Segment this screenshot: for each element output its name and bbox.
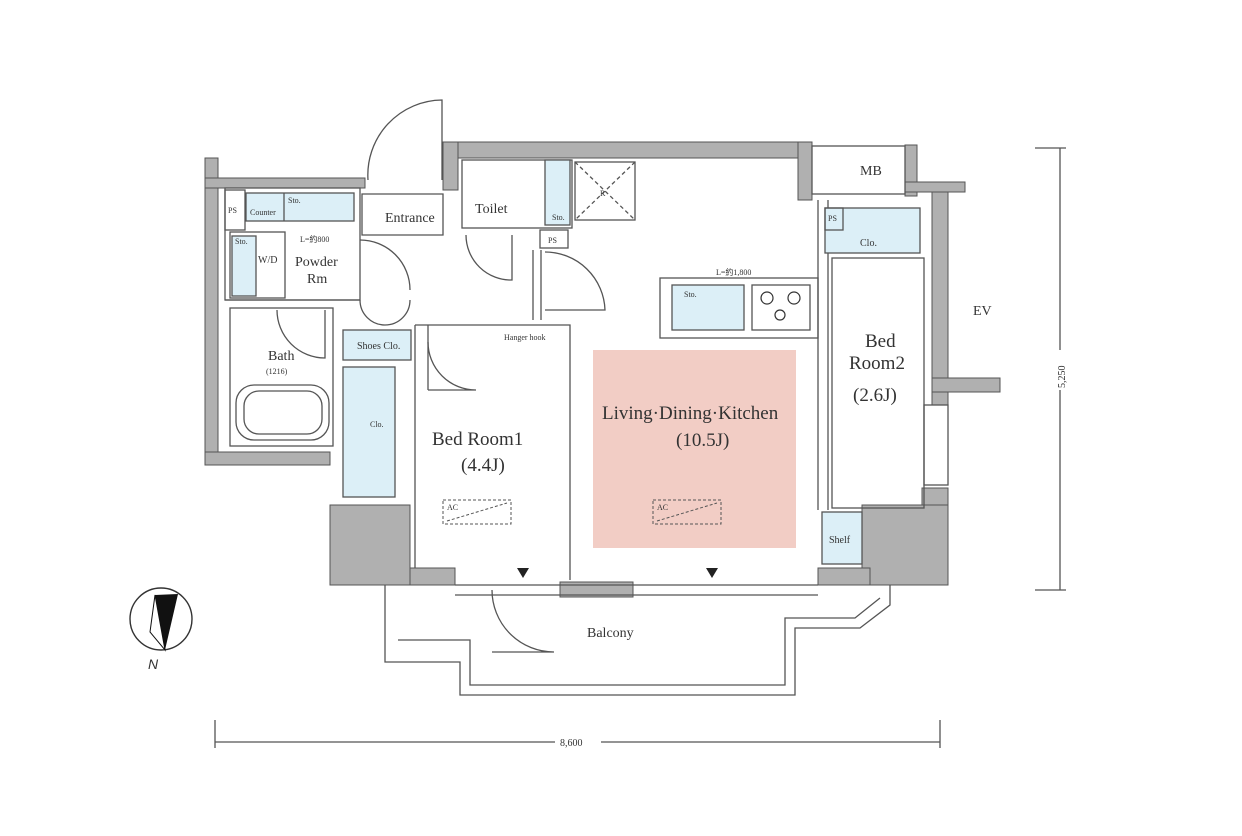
ps-center-label: PS [548, 236, 557, 245]
sto-wd-label: Sto. [235, 237, 248, 246]
bath-size-label: (1216) [266, 367, 288, 376]
ps-left-label: PS [228, 206, 237, 215]
ac-label-1: AC [447, 503, 458, 512]
ldk-size: (10.5J) [676, 430, 729, 451]
mb-label: MB [860, 164, 882, 179]
clo-right-label: Clo. [860, 238, 877, 249]
r-label: R [600, 189, 606, 198]
shoes-closet-label: Shoes Clo. [357, 341, 400, 352]
powder-label-1: Powder [295, 255, 338, 270]
balcony-label: Balcony [587, 626, 634, 641]
sto-toilet-label: Sto. [552, 213, 565, 222]
compass-icon [129, 587, 193, 652]
bedroom1-name: Bed Room1 [432, 429, 523, 450]
interior-walls [214, 99, 1066, 748]
kitchen-length-label: L=約1,800 [716, 267, 751, 277]
counter-length-label: L=約800 [300, 234, 329, 244]
ldk-highlight [593, 350, 796, 548]
window-markers [517, 568, 718, 578]
clo-left-label: Clo. [370, 420, 384, 429]
ev-label: EV [973, 304, 992, 319]
hanger-hook-label: Hanger hook [504, 333, 546, 342]
entrance-label: Entrance [385, 211, 435, 226]
bedroom2-name-1: Bed [865, 331, 896, 352]
sto-counter-label: Sto. [288, 196, 301, 205]
compass-north-label: N [148, 656, 159, 672]
walls [204, 141, 1001, 598]
counter-label: Counter [250, 208, 276, 217]
sto-kitchen-label: Sto. [684, 290, 697, 299]
stove-icon [760, 291, 801, 321]
ac-units [442, 499, 722, 525]
wd-label: W/D [258, 255, 277, 266]
bedroom2-size: (2.6J) [853, 385, 897, 406]
ps-right-label: PS [828, 214, 837, 223]
shelf-label: Shelf [829, 535, 851, 546]
depth-dimension: 5,250 [1057, 366, 1068, 389]
width-dimension: 8,600 [560, 738, 583, 749]
toilet-label: Toilet [475, 202, 508, 217]
powder-label-2: Rm [307, 272, 327, 287]
bedroom1-size: (4.4J) [461, 455, 505, 476]
bath-label: Bath [268, 349, 294, 364]
bedroom2-name-2: Room2 [849, 353, 905, 374]
ac-label-2: AC [657, 503, 668, 512]
ldk-name: Living·Dining·Kitchen [602, 403, 779, 424]
